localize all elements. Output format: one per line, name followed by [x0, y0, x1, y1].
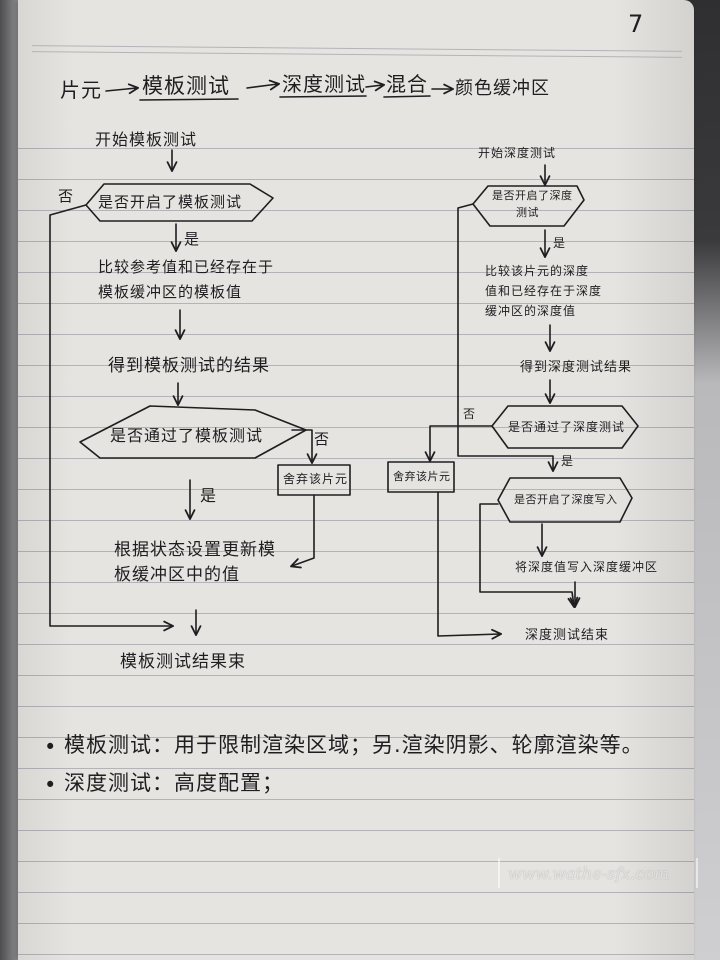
depth-yes-label-2: 是	[561, 454, 575, 468]
pipeline-step-fragment: 片元	[60, 78, 102, 102]
depth-discard-label: 舍弃该片元	[393, 470, 451, 483]
note-stencil-purpose: 模板测试：用于限制渲染区域；另.渲染阴影、轮廓渲染等。	[64, 733, 644, 757]
depth-decision-enabled-line-2: 测试	[516, 206, 539, 219]
depth-start-label: 开始深度测试	[478, 146, 557, 160]
depth-decision-enabled-line-1: 是否开启了深度	[492, 189, 573, 202]
stencil-decision-pass-label: 是否通过了模板测试	[110, 426, 264, 445]
pipeline-step-stencil-test: 模板测试	[142, 74, 230, 98]
depth-write-label: 将深度值写入深度缓冲区	[515, 560, 659, 574]
stencil-yes-label-1: 是	[184, 230, 201, 248]
pipeline-step-depth-test: 深度测试	[282, 72, 366, 96]
depth-end-label: 深度测试结束	[525, 628, 610, 643]
watermark-text: www.wathe-sfx.com	[508, 864, 670, 883]
stencil-update-line-2: 板缓冲区中的值	[114, 565, 240, 585]
depth-yes-label-1: 是	[553, 236, 567, 250]
stencil-yes-label-2: 是	[200, 486, 218, 505]
note-bullet-1: •	[44, 735, 58, 759]
note-depth-purpose: 深度测试：高度配置；	[64, 771, 284, 795]
stencil-end-label: 模板测试结果束	[120, 652, 246, 672]
stencil-no-label-2: 否	[314, 430, 331, 448]
pipeline-step-blending: 混合	[386, 72, 428, 96]
stencil-result-label: 得到模板测试的结果	[108, 356, 270, 376]
depth-compare-line-3: 缓冲区的深度值	[485, 304, 577, 318]
stencil-decision-enabled-label: 是否开启了模板测试	[98, 193, 243, 211]
notebook-binding-edge	[0, 0, 22, 960]
depth-result-label: 得到深度测试结果	[520, 360, 633, 375]
stencil-compare-line-2: 模板缓冲区的模板值	[98, 283, 243, 301]
header-double-rule	[31, 45, 683, 58]
watermark: www.wathe-sfx.com	[498, 858, 698, 888]
depth-decision-write-label: 是否开启了深度写入	[514, 493, 618, 506]
page-number: 7	[628, 10, 644, 38]
depth-no-label-1: 否	[463, 407, 477, 421]
stencil-discard-label: 舍弃该片元	[283, 472, 349, 486]
depth-compare-line-1: 比较该片元的深度	[485, 264, 590, 278]
depth-decision-pass-label: 是否通过了深度测试	[508, 420, 626, 434]
stencil-start-label: 开始模板测试	[95, 130, 198, 149]
stencil-compare-line-1: 比较参考值和已经存在于	[98, 258, 275, 276]
stencil-update-line-1: 根据状态设置更新模	[114, 540, 276, 560]
pipeline-step-color-buffer: 颜色缓冲区	[455, 78, 550, 99]
depth-compare-line-2: 值和已经存在于深度	[485, 284, 603, 298]
note-bullet-2: •	[44, 773, 58, 797]
stencil-no-label-1: 否	[58, 187, 75, 205]
